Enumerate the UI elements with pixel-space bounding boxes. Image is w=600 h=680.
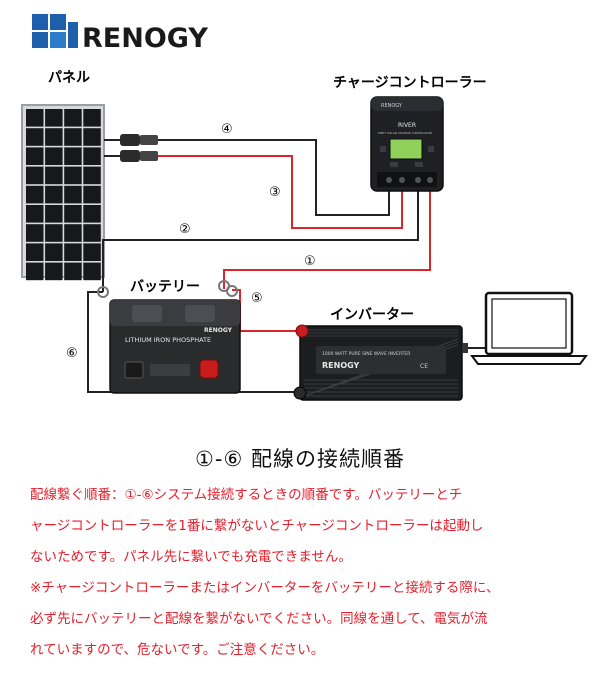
note-line: ※チャージコントローラーまたはインバーターをバッテリーと接続する際に、 bbox=[30, 580, 500, 596]
ring-terminals bbox=[97, 280, 238, 298]
solar-cell bbox=[45, 166, 63, 185]
solar-cell bbox=[45, 128, 63, 146]
solar-cell bbox=[45, 224, 63, 242]
solar-cell bbox=[26, 166, 44, 185]
wire-1 bbox=[223, 190, 431, 289]
solar-cell bbox=[64, 224, 82, 242]
wire-2 bbox=[102, 190, 419, 292]
inverter-model: 1000 WATT PURE SINE WAVE INVERTER bbox=[322, 351, 410, 357]
battery-label: バッテリー bbox=[130, 279, 200, 295]
solar-cell bbox=[26, 185, 44, 204]
note-line: ないためです。パネル先に繋いでも充電できません。 bbox=[30, 549, 352, 565]
inverter-label: インバーター bbox=[330, 307, 414, 323]
solar-cell bbox=[26, 128, 44, 146]
note-line: 必ず先にバッテリーと配線を繋がないでください。同線を通して、電気が流 bbox=[30, 611, 488, 627]
solar-panel bbox=[21, 104, 105, 281]
controller-logo-text: RENOGY bbox=[381, 103, 403, 109]
step-6-marker: ⑥ bbox=[66, 346, 78, 361]
battery-chemistry-text: LITHIUM IRON PHOSPHATE bbox=[125, 336, 211, 344]
battery: LITHIUM IRON PHOSPHATE RENOGY bbox=[109, 299, 241, 394]
solar-cell bbox=[83, 109, 101, 127]
note-line: れていますので、危ないです。ご注意ください。 bbox=[30, 642, 325, 658]
solar-cell bbox=[83, 262, 101, 281]
inverter-brand: RENOGY bbox=[322, 361, 360, 370]
solar-cell bbox=[64, 166, 82, 185]
inverter-mark: CE bbox=[420, 363, 428, 370]
step-5-marker: ⑤ bbox=[251, 291, 263, 306]
solar-cell bbox=[64, 147, 82, 165]
inverter: 1000 WATT PURE SINE WAVE INVERTER RENOGY… bbox=[299, 325, 468, 401]
battery-brand: RENOGY bbox=[204, 327, 233, 334]
solar-cell bbox=[83, 147, 101, 165]
solar-cell bbox=[26, 109, 44, 127]
solar-cell bbox=[26, 243, 44, 261]
solar-cell bbox=[45, 147, 63, 165]
wiring-diagram: RENOGY パネル チャージコントローラー バッテリー インバーター bbox=[21, 14, 588, 401]
mc4-connectors bbox=[104, 134, 158, 162]
renogy-logo: RENOGY bbox=[32, 14, 208, 54]
solar-cell bbox=[83, 205, 101, 223]
solar-cell bbox=[45, 109, 63, 127]
wiring-order-caption: ①-⑥ 配線の接続順番 bbox=[195, 447, 405, 471]
charge-controller: RENOGY RIVER MPPT SOLAR CHARGE CONTROLLE… bbox=[370, 96, 444, 192]
renogy-logo-icon bbox=[32, 14, 78, 48]
wire-3 bbox=[158, 155, 403, 229]
solar-cell bbox=[83, 185, 101, 204]
solar-cell bbox=[64, 185, 82, 204]
solar-cell bbox=[26, 205, 44, 223]
wiring-notes: 配線繋ぐ順番：①-⑥システム接続するときの順番です。バッテリーとチ ャージコント… bbox=[30, 480, 590, 666]
brand-name: RENOGY bbox=[82, 23, 208, 54]
step-4-marker: ④ bbox=[221, 122, 233, 137]
solar-cell bbox=[26, 224, 44, 242]
solar-cell bbox=[64, 243, 82, 261]
solar-cell bbox=[45, 262, 63, 281]
solar-cell bbox=[64, 262, 82, 281]
wire-5 bbox=[232, 289, 302, 332]
solar-cell bbox=[64, 109, 82, 127]
solar-cell bbox=[64, 205, 82, 223]
solar-cell bbox=[26, 262, 44, 281]
solar-cell bbox=[45, 185, 63, 204]
solar-cell bbox=[64, 128, 82, 146]
step-3-marker: ③ bbox=[269, 185, 281, 200]
controller-subtitle: MPPT SOLAR CHARGE CONTROLLER bbox=[378, 131, 432, 135]
wire-4 bbox=[158, 139, 390, 216]
solar-cell bbox=[45, 205, 63, 223]
solar-cell bbox=[45, 243, 63, 261]
laptop-icon bbox=[470, 291, 588, 365]
solar-cell bbox=[83, 243, 101, 261]
note-line: ャージコントローラーを1番に繋がないとチャージコントローラーは起動し bbox=[30, 518, 484, 534]
step-2-marker: ② bbox=[179, 222, 191, 237]
charge-controller-label: チャージコントローラー bbox=[333, 75, 487, 91]
inverter-terminals bbox=[293, 324, 309, 400]
controller-model: RIVER bbox=[398, 122, 416, 129]
solar-cell bbox=[83, 128, 101, 146]
panel-label: パネル bbox=[48, 70, 90, 86]
solar-cell bbox=[26, 147, 44, 165]
solar-cell bbox=[83, 166, 101, 185]
note-line: 配線繋ぐ順番：①-⑥システム接続するときの順番です。バッテリーとチ bbox=[30, 487, 463, 503]
solar-cell bbox=[83, 224, 101, 242]
step-1-marker: ① bbox=[304, 254, 316, 269]
